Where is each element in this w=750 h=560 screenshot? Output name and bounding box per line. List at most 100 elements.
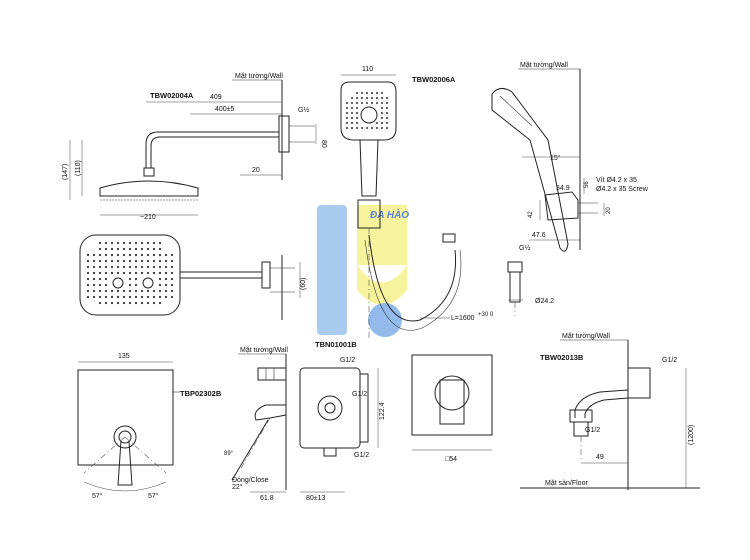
nozzle-dot	[386, 127, 388, 129]
nozzle-dot	[92, 259, 96, 263]
nozzle-dot	[116, 289, 120, 293]
dim-head-110: (110)	[75, 160, 82, 176]
nozzle-dot	[116, 259, 120, 263]
nozzle-dot	[134, 247, 138, 251]
model-valve-body: TBN01001B	[315, 340, 357, 349]
nozzle-dot	[346, 127, 348, 129]
nozzle-dot	[122, 241, 126, 245]
dim-hand-20: 20	[606, 207, 612, 214]
nozzle-dot	[361, 97, 363, 99]
nozzle-dot	[164, 265, 168, 269]
nozzle-dot	[146, 253, 150, 257]
dim-hand-476: 47.6	[532, 232, 546, 239]
nozzle-dot	[381, 97, 383, 99]
nozzle-dot	[361, 127, 363, 129]
nozzle-dot	[98, 295, 102, 299]
nozzle-dot	[104, 241, 108, 245]
nozzle-dot	[116, 301, 120, 305]
nozzle-dot	[122, 271, 126, 275]
nozzle-dot	[104, 301, 108, 305]
dim-valve-618: 61.8	[260, 495, 274, 502]
nozzle-dot	[92, 289, 96, 293]
nozzle-dot	[110, 259, 114, 263]
nozzle-dot	[92, 283, 96, 287]
nozzle-dot	[351, 102, 353, 104]
nozzle-dot	[346, 122, 348, 124]
nozzle-dot	[146, 265, 150, 269]
dim-arm-80: 80	[320, 140, 327, 148]
dim-elbow-49: 49	[596, 454, 604, 461]
nozzle-dot	[128, 241, 132, 245]
screw-label-vn: Vít Ø4.2 x 35	[596, 177, 637, 184]
nozzle-dot	[116, 295, 120, 299]
model-outlet-elbow: TBW02013B	[540, 353, 584, 362]
nozzle-dot	[86, 289, 90, 293]
nozzle-dot	[356, 127, 358, 129]
nozzle-dot	[128, 259, 132, 263]
nozzle-dot	[381, 122, 383, 124]
dim-plate-angle-left: 57°	[92, 492, 103, 500]
nozzle-dot	[116, 253, 120, 257]
nozzle-dot	[346, 112, 348, 114]
nozzle-dot	[386, 107, 388, 109]
nozzle-dot	[351, 127, 353, 129]
nozzle-dot	[140, 247, 144, 251]
nozzle-dot	[134, 241, 138, 245]
wall-label-hand: Mặt tường/Wall	[520, 62, 568, 69]
nozzle-dot	[164, 253, 168, 257]
model-head-shower: TBW02004A	[150, 91, 194, 100]
nozzle-dot	[164, 277, 168, 281]
nozzle-dot	[158, 301, 162, 305]
nozzle-dot	[376, 122, 378, 124]
nozzle-dot	[104, 295, 108, 299]
nozzle-dot	[110, 265, 114, 269]
nozzle-dot	[122, 301, 126, 305]
nozzle-dot	[170, 259, 174, 263]
nozzle-dot	[381, 127, 383, 129]
valve-body-side-view: Mặt tường/Wall TBN01001B G1/2 G1/2 G1/2 …	[224, 340, 386, 502]
nozzle-dot	[134, 289, 138, 293]
nozzle-dot	[122, 253, 126, 257]
nozzle-dot	[104, 259, 108, 263]
dim-valve-lever-angle: 89°	[224, 451, 234, 457]
nozzle-dot	[152, 259, 156, 263]
dim-arm-thread: G½	[298, 106, 309, 114]
nozzle-dot	[140, 295, 144, 299]
nozzle-dot	[346, 117, 348, 119]
dim-hand-242: Ø24.2	[535, 298, 554, 305]
dim-plate-135: 135	[118, 353, 130, 360]
wall-label-valve: Mặt tường/Wall	[240, 347, 288, 354]
nozzle-dot	[110, 301, 114, 305]
nozzle-dot	[122, 265, 126, 269]
dim-arm-20: 20	[252, 167, 260, 174]
dim-valve-height: 122.4	[379, 402, 386, 420]
nozzle-dot	[371, 92, 373, 94]
nozzle-dot	[351, 117, 353, 119]
nozzle-dot	[158, 259, 162, 263]
nozzle-dot	[158, 241, 162, 245]
model-valve-plate: TBP02302B	[180, 389, 222, 398]
nozzle-dot	[116, 241, 120, 245]
nozzle-dot	[140, 289, 144, 293]
dim-hand-thread: G½	[519, 244, 530, 252]
nozzle-dot	[158, 247, 162, 251]
model-hand-shower: TBW02006A	[412, 75, 456, 84]
nozzle-dot	[98, 253, 102, 257]
nozzle-dot	[146, 295, 150, 299]
nozzle-dot	[116, 265, 120, 269]
dim-hand-56: 56	[584, 181, 590, 188]
nozzle-dot	[98, 271, 102, 275]
nozzle-dot	[128, 295, 132, 299]
nozzle-dot	[110, 241, 114, 245]
valve-plate-front-view: 135 TBP02302B 57° 57°	[77, 353, 222, 500]
nozzle-dot	[140, 301, 144, 305]
nozzle-dot	[128, 283, 132, 287]
nozzle-dot	[356, 92, 358, 94]
dim-elbow-thread-bottom: G1/2	[585, 427, 600, 434]
nozzle-dot	[386, 97, 388, 99]
nozzle-dot	[98, 259, 102, 263]
dim-hand-110: 110	[362, 66, 373, 73]
dim-valve-thread-side: G1/2	[352, 391, 367, 398]
nozzle-dot	[164, 271, 168, 275]
